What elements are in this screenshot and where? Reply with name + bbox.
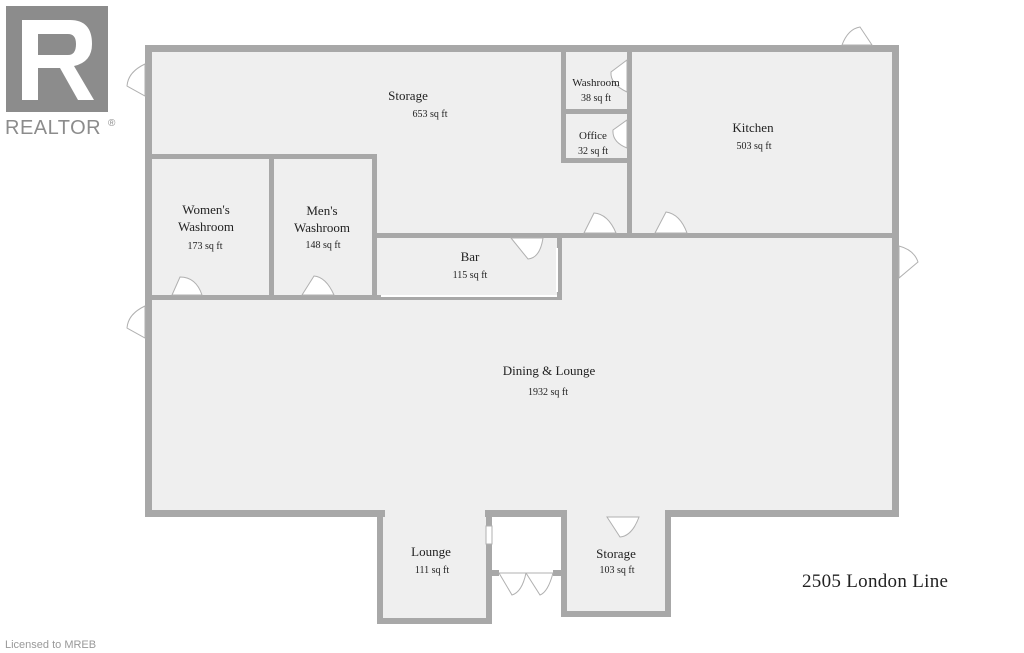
room-dining-lounge: Dining & Lounge 1932 sq ft: [503, 363, 596, 398]
door-entry-left: [498, 572, 527, 596]
bar-window: [556, 248, 558, 292]
room-name-line2: Washroom: [294, 220, 350, 235]
door-storage-to-dining: [583, 212, 617, 234]
room-area: 173 sq ft: [188, 241, 223, 252]
door-kitchen: [654, 211, 688, 234]
room-area: 503 sq ft: [737, 141, 772, 152]
wall-washroom-office-divider: [561, 109, 632, 114]
room-area: 111 sq ft: [415, 565, 449, 576]
wall-left: [145, 45, 152, 517]
door-entry-right: [525, 572, 554, 596]
wall-entry-bottom-left: [491, 570, 499, 576]
room-womens-washroom: Women's Washroom 173 sq ft: [178, 202, 234, 252]
wall-storage-small-bottom: [561, 611, 671, 617]
door-exterior-left-mid: [126, 305, 146, 339]
room-washroom-small: Washroom 38 sq ft: [572, 77, 620, 104]
wall-washrooms-divider: [269, 154, 274, 300]
door-storage-small: [606, 516, 640, 538]
wall-washrooms-bottom: [145, 295, 377, 300]
room-area: 115 sq ft: [453, 270, 488, 281]
wall-mens-right: [372, 154, 377, 300]
room-office: Office 32 sq ft: [578, 130, 608, 157]
room-name: Lounge: [411, 544, 451, 559]
room-name-line1: Women's: [182, 202, 230, 217]
door-exterior-right: [898, 245, 919, 280]
wall-bottom-right: [665, 510, 899, 517]
room-area: 1932 sq ft: [528, 387, 568, 398]
wall-storage-bottom: [374, 233, 899, 238]
realtor-r-letter: [22, 20, 94, 100]
wall-storage-small-right: [665, 510, 671, 617]
wall-right: [892, 45, 899, 517]
wall-office-bottom: [561, 158, 632, 163]
room-name-line1: Men's: [306, 203, 337, 218]
room-name: Kitchen: [732, 120, 774, 135]
room-name: Bar: [461, 249, 480, 264]
room-area: 32 sq ft: [578, 146, 608, 157]
wall-washrooms-top: [145, 154, 377, 159]
room-lounge: Lounge 111 sq ft: [411, 544, 451, 576]
property-address: 2505 London Line: [802, 571, 948, 592]
wall-top: [145, 45, 899, 52]
wall-lounge-bottom: [377, 618, 492, 624]
wall-entry-bottom-right: [553, 570, 563, 576]
brand-name: REALTOR: [5, 117, 101, 139]
room-kitchen: Kitchen 503 sq ft: [732, 120, 774, 152]
floor-areas: [147, 47, 897, 623]
room-name-line2: Washroom: [178, 219, 234, 234]
door-exterior-left-top: [126, 63, 146, 97]
wall-storage-small-left: [561, 510, 567, 617]
room-area: 148 sq ft: [306, 240, 341, 251]
wall-lounge-left: [377, 510, 383, 624]
realtor-logo: REALTOR ®: [5, 6, 116, 139]
door-washroom-small: [610, 59, 628, 93]
wall-bar-bottom: [374, 295, 562, 300]
door-office: [612, 119, 628, 149]
wall-bottom-left: [145, 510, 385, 517]
room-name: Dining & Lounge: [503, 363, 596, 378]
room-area: 103 sq ft: [600, 565, 635, 576]
room-bar: Bar 115 sq ft: [453, 249, 488, 281]
room-name: Washroom: [572, 77, 620, 89]
brand-registered-mark: ®: [108, 118, 116, 129]
doors: [126, 26, 919, 596]
room-mens-washroom: Men's Washroom 148 sq ft: [294, 203, 350, 251]
wall-bottom-mid: [485, 510, 567, 517]
room-storage-main: Storage 653 sq ft: [388, 88, 448, 120]
room-name: Storage: [388, 88, 428, 103]
lounge-window: [485, 525, 493, 545]
walls: [145, 45, 899, 624]
room-storage-small: Storage 103 sq ft: [596, 546, 636, 576]
door-womens-washroom: [171, 276, 203, 296]
wall-washroom-left: [561, 45, 566, 163]
license-notice: Licensed to MREB: [5, 639, 96, 651]
door-mens-washroom: [301, 275, 335, 296]
room-area: 38 sq ft: [581, 93, 611, 104]
wall-washroom-right: [627, 45, 632, 237]
bar-counter: [381, 295, 557, 297]
door-bar: [509, 237, 544, 260]
room-area: 653 sq ft: [413, 109, 448, 120]
room-name: Storage: [596, 546, 636, 561]
wall-bar-right: [557, 233, 562, 300]
room-labels: Storage 653 sq ft Washroom 38 sq ft Offi…: [178, 77, 774, 576]
floor-main: [147, 47, 897, 623]
wall-lounge-right: [486, 510, 492, 624]
door-exterior-top-right: [841, 26, 873, 46]
room-name: Office: [579, 130, 607, 142]
